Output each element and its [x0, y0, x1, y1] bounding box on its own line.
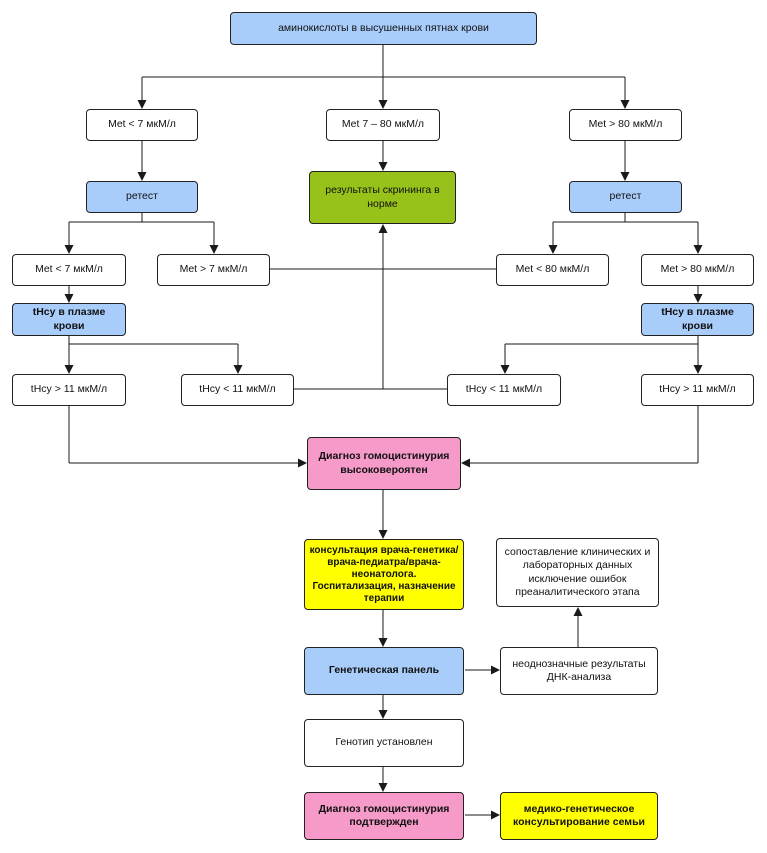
retest-left-node: ретест — [86, 181, 198, 213]
ambiguous-dna-results-node: неоднозначные результаты ДНК-анализа — [500, 647, 658, 695]
diagnosis-probable-node: Диагноз гомоцистинурия высоковероятен — [307, 437, 461, 490]
right-thcy-gt11-node: tHcy > 11 мкМ/л — [641, 374, 754, 406]
thcy-plasma-left-node: tHcy в плазме крови — [12, 303, 126, 336]
left-thcy-gt11-node: tHcy > 11 мкМ/л — [12, 374, 126, 406]
root-node: аминокислоты в высушенных пятнах крови — [230, 12, 537, 45]
left-met-gt7-node: Met > 7 мкМ/л — [157, 254, 270, 286]
consultation-node: консультация врача-генетика/врача-педиат… — [304, 539, 464, 610]
met-low-node: Met < 7 мкМ/л — [86, 109, 198, 141]
left-met-low-node: Met < 7 мкМ/л — [12, 254, 126, 286]
met-high-node: Met > 80 мкМ/л — [569, 109, 682, 141]
right-met-lt80-node: Met < 80 мкМ/л — [496, 254, 609, 286]
normal-result-node: результаты скрининга в норме — [309, 171, 456, 224]
retest-right-node: ретест — [569, 181, 682, 213]
diagnosis-confirmed-node: Диагноз гомоцистинурия подтвержден — [304, 792, 464, 840]
left-thcy-lt11-node: tHcy < 11 мкМ/л — [181, 374, 294, 406]
thcy-plasma-right-node: tHcy в плазме крови — [641, 303, 754, 336]
right-met-gt80-node: Met > 80 мкМ/л — [641, 254, 754, 286]
met-mid-node: Met 7 – 80 мкМ/л — [326, 109, 440, 141]
genetic-counseling-node: медико-генетическое консультирование сем… — [500, 792, 658, 840]
genotype-established-node: Генотип установлен — [304, 719, 464, 767]
clinical-comparison-node: сопоставление клинических и лабораторных… — [496, 538, 659, 607]
genetic-panel-node: Генетическая панель — [304, 647, 464, 695]
right-thcy-lt11-node: tHcy < 11 мкМ/л — [447, 374, 561, 406]
